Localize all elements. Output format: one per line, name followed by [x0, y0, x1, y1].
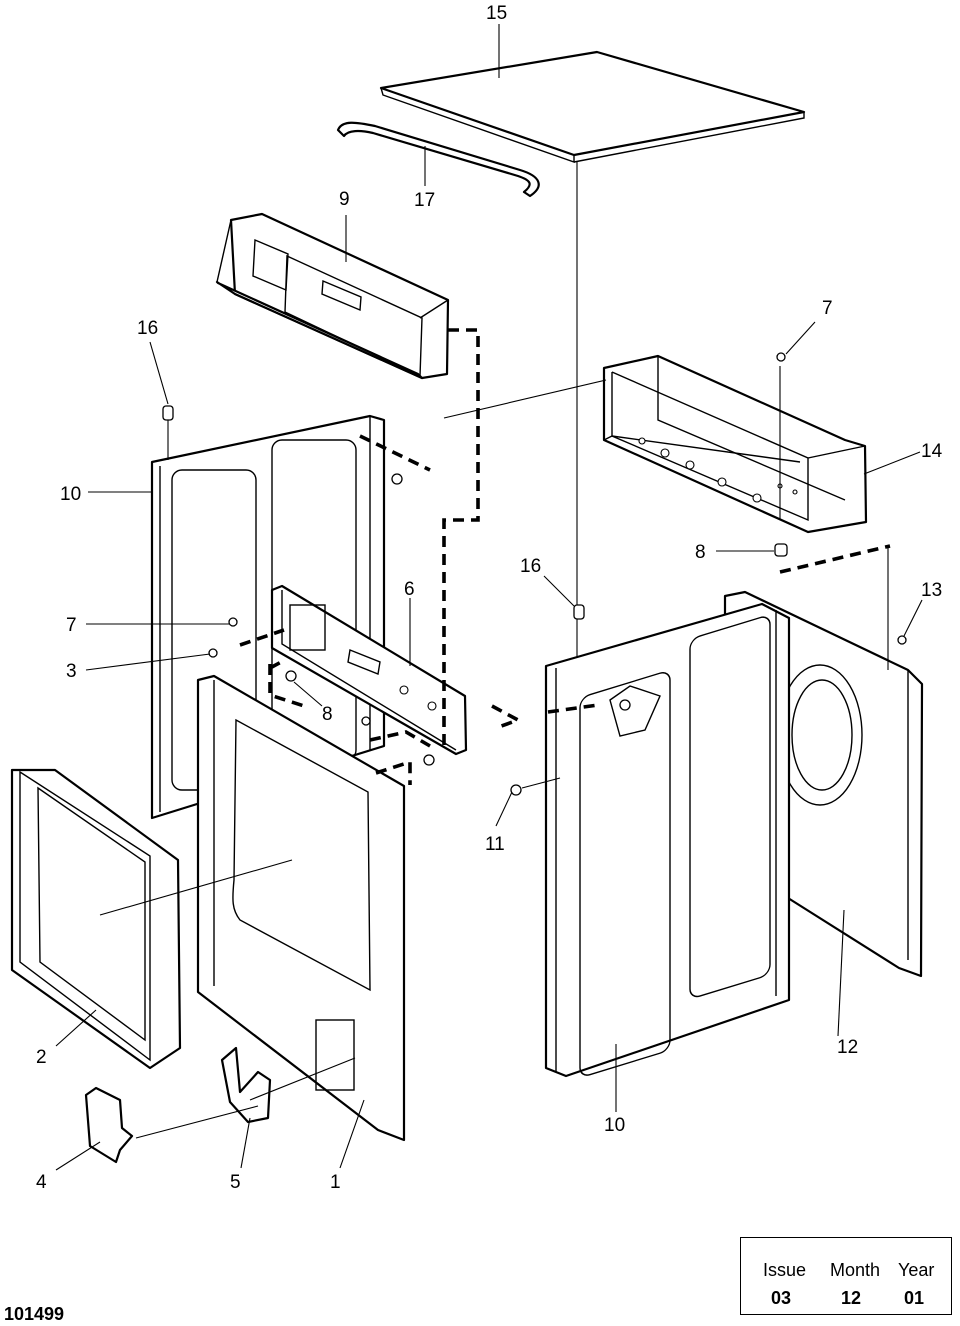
right-side-panel-part	[544, 602, 791, 1078]
screw-icon	[510, 784, 522, 796]
screw-icon	[776, 352, 786, 362]
screw-icon	[208, 648, 218, 658]
callout-13: 13	[921, 580, 942, 601]
issue-value: 03	[771, 1288, 792, 1308]
callout-leaders	[55, 24, 923, 1171]
callout-9: 9	[339, 189, 350, 210]
screw-icon	[361, 716, 371, 726]
screw-icon	[423, 754, 435, 766]
callout-16-top: 16	[137, 318, 158, 339]
callout-15: 15	[486, 3, 507, 24]
trim-strip-part	[336, 121, 540, 198]
callout-10-left: 10	[60, 484, 81, 505]
callout-5: 5	[230, 1172, 241, 1193]
control-panel-part	[215, 212, 450, 380]
callout-labels: 15 17 9 16 7 14 10 8 16 6 13 7 3 8 11 2 …	[36, 3, 943, 1193]
assembly-dashes	[239, 328, 891, 785]
catch-plate-part	[84, 1086, 134, 1164]
callout-2: 2	[36, 1047, 47, 1068]
screw-icon	[162, 405, 174, 421]
screw-icon	[391, 473, 403, 485]
callout-1: 1	[330, 1172, 341, 1193]
screw-icon	[897, 635, 907, 645]
callout-14: 14	[921, 441, 943, 462]
year-value: 01	[904, 1288, 925, 1308]
callout-11: 11	[485, 834, 505, 855]
callout-17: 17	[414, 190, 435, 211]
front-frame-part	[196, 674, 406, 1142]
bracket-rail-part	[270, 584, 468, 756]
month-value: 12	[841, 1288, 862, 1308]
issue-info-box: Issue Month Year 03 12 01	[740, 1237, 952, 1315]
screw-icon	[774, 543, 788, 557]
callout-4: 4	[36, 1172, 47, 1193]
assembly-lines	[99, 366, 889, 1139]
hinge-part	[220, 1046, 272, 1124]
callout-12: 12	[837, 1037, 858, 1058]
screw-icon	[619, 699, 631, 711]
screw-icon	[285, 670, 297, 682]
callout-8-right: 8	[695, 542, 706, 563]
top-lid-part	[379, 50, 806, 660]
top-tray-part	[602, 354, 868, 534]
year-label: Year	[898, 1260, 935, 1280]
callout-6: 6	[404, 579, 415, 600]
callout-7-left: 7	[66, 615, 77, 636]
callout-8-mid: 8	[322, 704, 333, 725]
document-number: 101499	[4, 1304, 65, 1324]
issue-label: Issue	[763, 1260, 807, 1280]
callout-3: 3	[66, 661, 77, 682]
screw-icon	[573, 604, 585, 620]
callout-10-right: 10	[604, 1115, 625, 1136]
screw-icon	[228, 617, 238, 627]
month-label: Month	[830, 1260, 881, 1280]
callout-7-top: 7	[822, 298, 833, 319]
callout-16-mid: 16	[520, 556, 541, 577]
fasteners	[162, 352, 907, 796]
door-seal-part	[10, 768, 182, 1070]
